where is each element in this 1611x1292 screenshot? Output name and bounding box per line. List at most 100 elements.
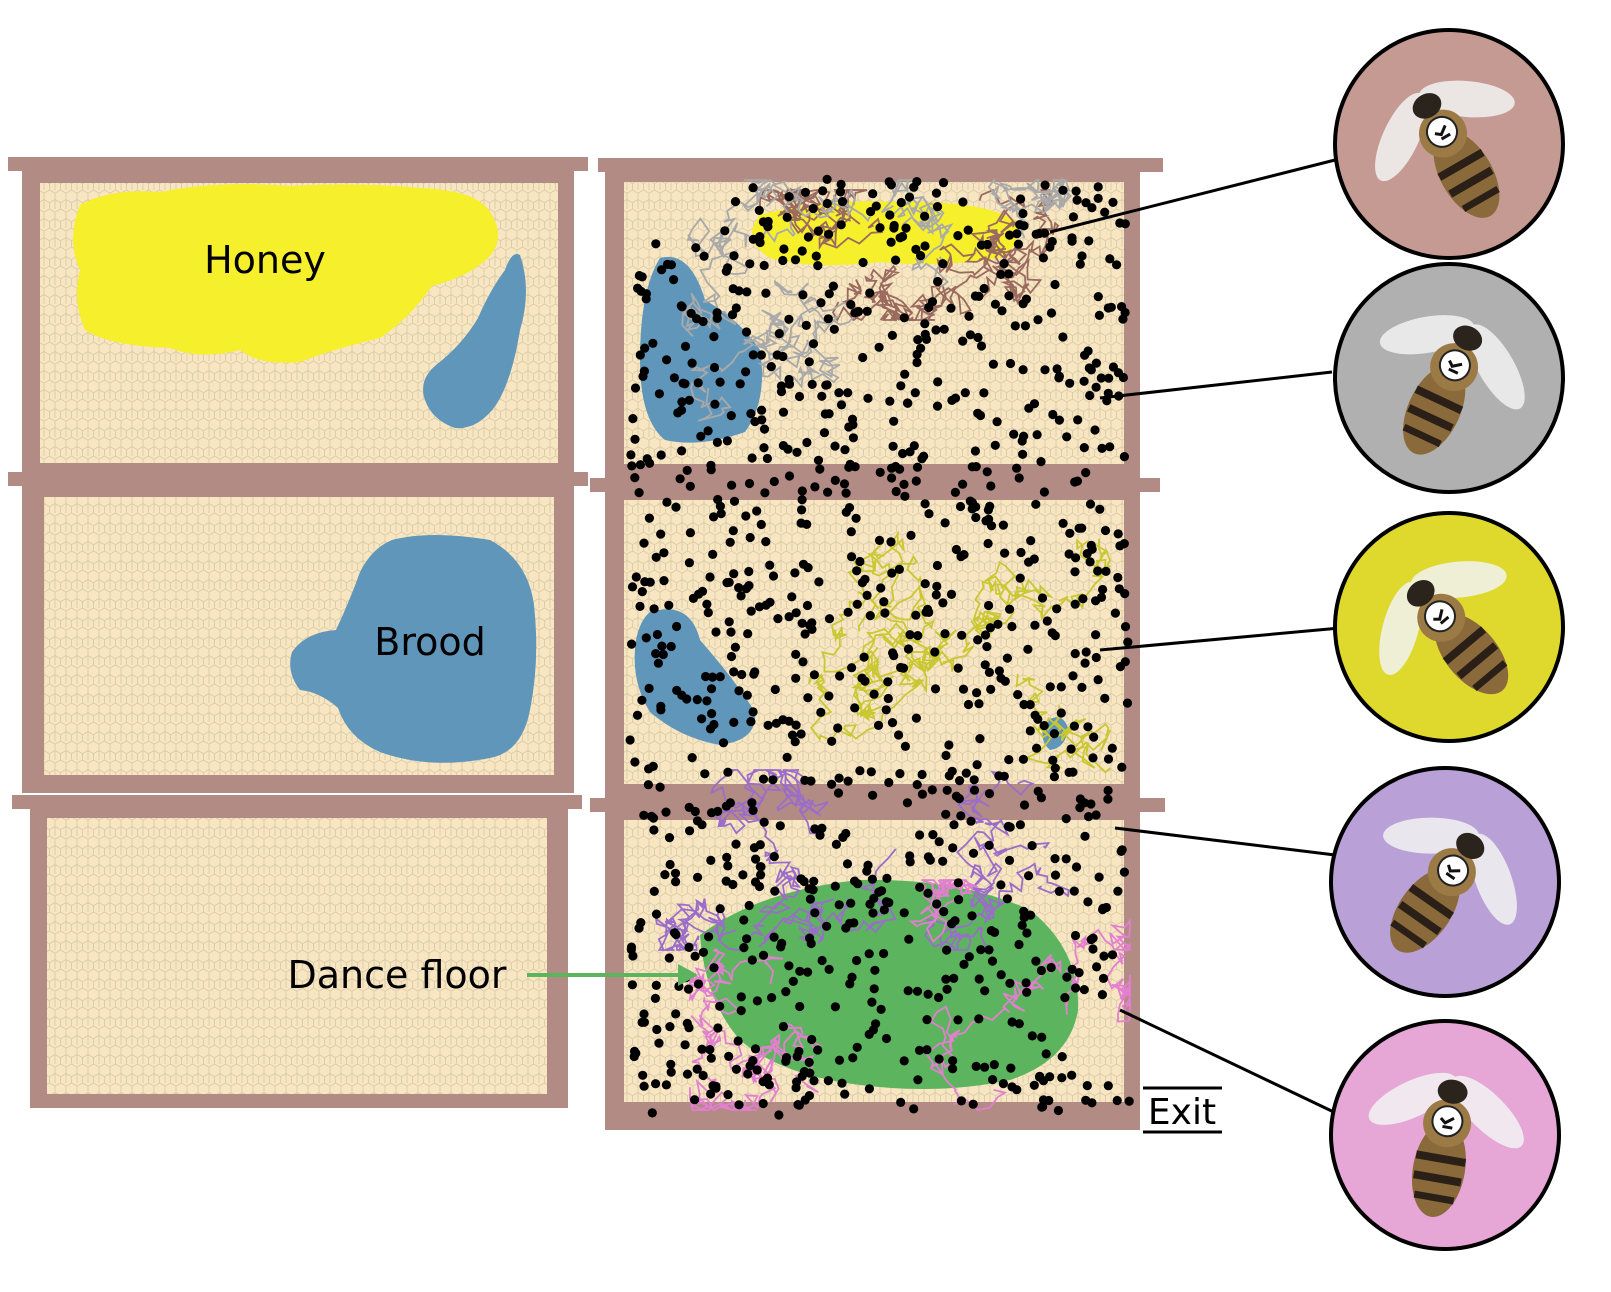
detection-dot — [1112, 1095, 1122, 1106]
detection-dot — [768, 571, 779, 581]
detection-dot — [1034, 228, 1044, 239]
detection-dot — [1086, 540, 1096, 551]
detection-dot — [879, 948, 889, 959]
detection-dot — [708, 549, 718, 560]
detection-dot — [707, 709, 717, 719]
detection-dot — [1084, 236, 1094, 246]
detection-dot — [1050, 279, 1060, 290]
detection-dot — [1093, 193, 1103, 203]
detection-dot — [687, 358, 697, 368]
detection-dot — [1081, 647, 1091, 657]
detection-dot — [666, 641, 676, 652]
detection-dot — [1080, 831, 1090, 841]
detection-dot — [807, 379, 817, 389]
detection-dot — [724, 617, 734, 627]
detection-dot — [791, 649, 801, 660]
detection-dot — [671, 1009, 681, 1019]
detection-dot — [956, 1096, 967, 1106]
detection-dot — [1006, 1063, 1016, 1073]
detection-dot — [1041, 1049, 1051, 1059]
detection-dot — [835, 187, 846, 197]
detection-dot — [953, 878, 963, 888]
detection-dot — [759, 443, 769, 453]
detection-dot — [747, 955, 757, 965]
detection-dot — [988, 359, 999, 369]
brood-region-top-left — [423, 254, 526, 429]
detection-dot — [713, 494, 723, 505]
detection-dot — [1058, 185, 1068, 195]
detection-dot — [984, 789, 995, 799]
detection-dot — [730, 642, 741, 652]
detection-dot — [781, 1056, 791, 1066]
detection-dot — [1068, 212, 1078, 222]
detection-dot — [672, 621, 682, 632]
detection-dot — [1027, 841, 1037, 851]
detection-dot — [817, 823, 827, 833]
detection-dot — [928, 830, 938, 840]
detection-dot — [787, 592, 797, 602]
connector-bee-2 — [1099, 370, 1333, 400]
detection-dot — [731, 1064, 742, 1074]
detection-dot — [795, 966, 805, 976]
detection-dot — [1049, 729, 1059, 739]
detection-dot — [870, 965, 880, 975]
detection-dot — [721, 801, 732, 811]
detection-dot — [1124, 1096, 1134, 1106]
detection-dot — [842, 859, 853, 869]
detection-dot — [993, 619, 1003, 629]
detection-dot — [1070, 477, 1080, 487]
detection-dot — [887, 568, 897, 578]
detection-dot — [1017, 436, 1027, 446]
bee-2-portrait — [1333, 262, 1565, 494]
detection-dot — [690, 1095, 700, 1105]
detection-dot — [904, 192, 915, 202]
detection-dot — [846, 527, 856, 537]
detection-dot — [761, 537, 771, 547]
detection-dot — [886, 180, 897, 190]
detection-dot — [729, 569, 739, 579]
detection-dot — [917, 789, 928, 799]
detection-dot — [723, 1090, 733, 1100]
detection-dot — [746, 409, 756, 419]
detection-dot — [914, 1045, 925, 1055]
detection-dot — [744, 900, 754, 911]
bee-3-trail — [850, 622, 957, 722]
detection-dot — [810, 824, 820, 834]
detection-dot — [974, 974, 984, 984]
detection-dot — [728, 879, 738, 890]
detection-dot — [1040, 365, 1050, 375]
detection-dot — [792, 447, 802, 457]
detection-dot — [637, 587, 647, 597]
tagged-bee-portraits — [1329, 28, 1565, 1251]
connector-lines — [1049, 158, 1341, 1117]
detection-dot — [716, 508, 726, 519]
detection-dot — [662, 355, 672, 365]
detection-dot — [980, 630, 991, 640]
detection-dot — [1123, 637, 1133, 647]
detection-dot — [874, 535, 885, 546]
detection-dot — [784, 314, 794, 324]
bee-3-trail — [808, 647, 928, 742]
detection-dot — [709, 719, 719, 730]
detection-dot — [1004, 269, 1014, 279]
detection-dot — [743, 629, 753, 639]
detection-dot — [635, 460, 646, 470]
detection-dot — [669, 928, 680, 938]
detection-dot — [994, 771, 1004, 781]
detection-dot — [911, 713, 922, 723]
detection-dot — [932, 581, 942, 592]
detection-dot — [1083, 897, 1093, 907]
detection-dot — [637, 695, 647, 705]
detection-dot — [896, 381, 906, 391]
detection-dot — [996, 970, 1006, 980]
detection-dot — [769, 476, 779, 487]
detection-dot — [778, 441, 789, 451]
bee-4-portrait — [1329, 766, 1561, 998]
detection-dot — [852, 566, 862, 576]
detection-dot — [782, 212, 792, 222]
detection-dot — [734, 1100, 744, 1110]
detection-dot — [685, 826, 695, 836]
detection-dot — [873, 720, 884, 731]
detection-dot — [824, 691, 834, 701]
detection-dot — [971, 512, 981, 523]
